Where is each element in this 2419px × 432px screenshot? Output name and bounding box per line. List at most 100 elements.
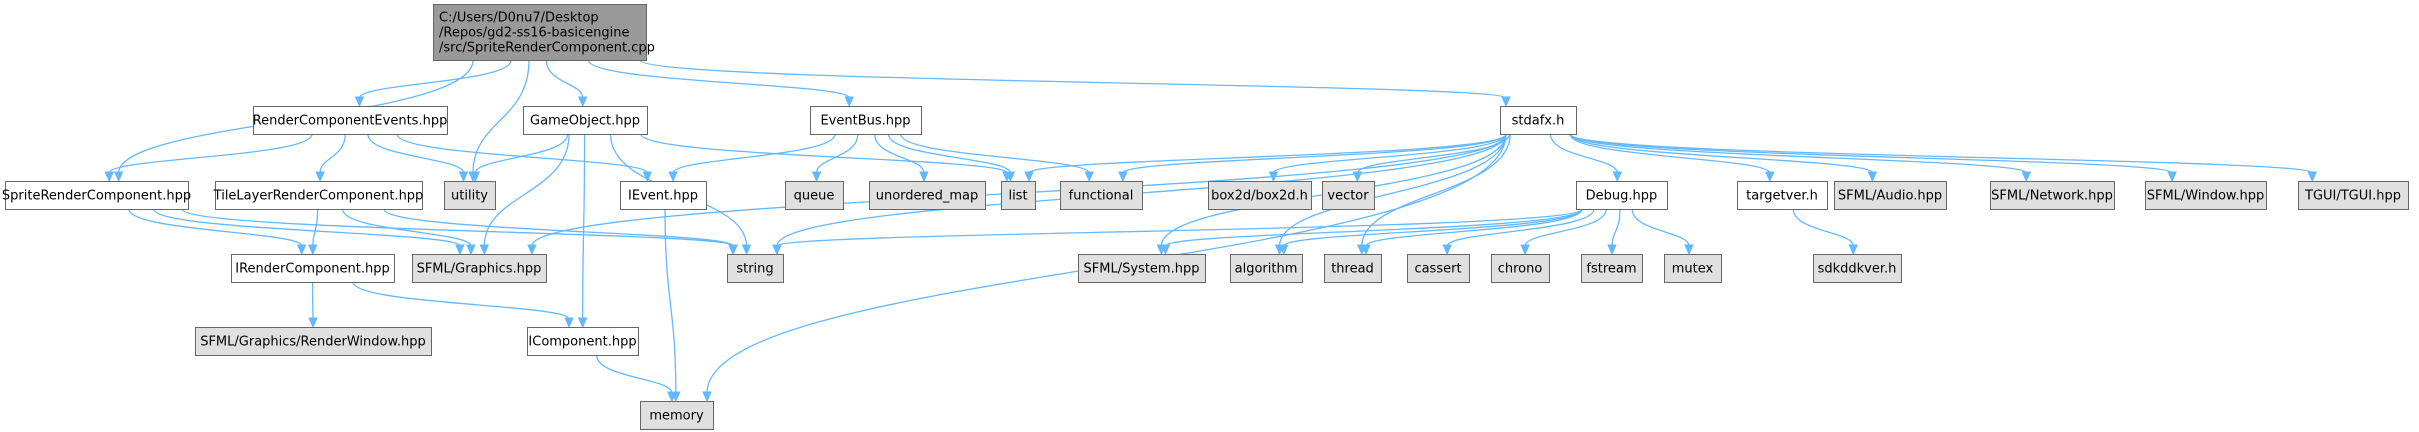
- graph-node-chrono: chrono: [1491, 254, 1550, 283]
- node-box: [620, 181, 707, 210]
- node-box: [1576, 181, 1668, 210]
- node-label: SFML/Graphics.hpp: [417, 262, 542, 277]
- graph-edge-stdafx-h-to-targetver-h: [1569, 133, 1771, 174]
- arrowhead: [1612, 171, 1623, 183]
- graph-node-sfml-audio: SFML/Audio.hpp: [1834, 181, 1947, 210]
- graph-node-functional: functional: [1060, 181, 1143, 210]
- arrowhead: [1279, 244, 1289, 256]
- node-box: [1060, 181, 1143, 210]
- node-box: [5, 181, 189, 210]
- node-label: queue: [794, 189, 835, 204]
- nodes-layer: C:/Users/D0nu7/Desktop/Repos/gd2-ss16-ba…: [2, 4, 2409, 430]
- arrowhead: [113, 171, 124, 183]
- graph-node-sprite-hpp[interactable]: SpriteRenderComponent.hpp: [2, 181, 191, 210]
- node-box: [1500, 106, 1577, 135]
- arrowhead: [308, 244, 318, 256]
- arrowhead: [527, 244, 537, 256]
- graph-node-ievent-hpp[interactable]: IEvent.hpp: [620, 181, 707, 210]
- arrowhead: [1867, 171, 1878, 183]
- graph-node-box2d: box2d/box2d.h: [1208, 181, 1312, 210]
- graph-edge-ievent-hpp-to-memory: [664, 208, 677, 394]
- graph-node-unordered-map: unordered_map: [869, 181, 986, 210]
- arrowhead: [1607, 244, 1617, 256]
- node-label: chrono: [1498, 262, 1543, 277]
- node-box: [1001, 181, 1036, 210]
- graph-edge-eventbus-hpp-to-ievent-hpp: [672, 133, 836, 174]
- graph-node-irender-hpp[interactable]: IRenderComponent.hpp: [231, 254, 395, 283]
- arrowhead: [702, 391, 712, 403]
- graph-edge-gameobject-hpp-to-list: [640, 133, 1008, 174]
- graph-edge-irender-hpp-to-icomponent-hpp: [352, 281, 570, 320]
- graph-node-sfml-network: SFML/Network.hpp: [1990, 181, 2115, 210]
- node-box: [527, 327, 639, 356]
- arrowhead: [104, 171, 114, 183]
- graph-node-debug-hpp[interactable]: Debug.hpp: [1576, 181, 1668, 210]
- graph-node-thread: thread: [1324, 254, 1382, 283]
- arrowhead: [668, 171, 678, 183]
- node-label: vector: [1327, 189, 1369, 204]
- graph-node-mutex: mutex: [1664, 254, 1722, 283]
- graph-node-gameobject-hpp[interactable]: GameObject.hpp: [523, 106, 648, 135]
- node-label: unordered_map: [876, 189, 979, 204]
- graph-node-tilelayer-hpp[interactable]: TileLayerRenderComponent.hpp: [213, 181, 424, 210]
- graph-node-sfml-window: SFML/Window.hpp: [2145, 181, 2267, 210]
- arrowhead: [455, 244, 465, 256]
- node-label: sdkddkver.h: [1818, 262, 1897, 277]
- arrowhead: [479, 244, 490, 256]
- graph-node-list: list: [1001, 181, 1036, 210]
- node-label: SFML/System.hpp: [1084, 262, 1200, 277]
- node-label: algorithm: [1235, 262, 1298, 277]
- graph-edge-stdafx-h-to-thread: [1361, 133, 1511, 247]
- node-box: [640, 401, 714, 430]
- arrowhead: [296, 244, 307, 256]
- graph-node-eventbus-hpp[interactable]: EventBus.hpp: [810, 106, 922, 135]
- graph-node-tgui: TGUI/TGUI.hpp: [2298, 181, 2409, 210]
- graph-edge-gameobject-hpp-to-sfml-graphics: [483, 133, 570, 247]
- node-label: C:/Users/D0nu7/Desktop: [439, 11, 599, 26]
- node-box: [412, 254, 547, 283]
- node-box: [1813, 254, 1902, 283]
- arrowhead: [1765, 171, 1775, 183]
- graph-node-targetver-h[interactable]: targetver.h: [1737, 181, 1828, 210]
- node-box: [1990, 181, 2115, 210]
- graph-edge-stdafx-h-to-debug-hpp: [1549, 133, 1618, 174]
- graph-node-rce-hpp[interactable]: RenderComponentEvents.hpp: [253, 106, 448, 135]
- node-label: fstream: [1586, 262, 1636, 277]
- arrowhead: [354, 96, 365, 108]
- arrowhead: [577, 96, 588, 108]
- graph-node-sfml-renderwindow: SFML/Graphics/RenderWindow.hpp: [195, 327, 432, 356]
- graph-node-utility: utility: [444, 181, 496, 210]
- node-label: SpriteRenderComponent.hpp: [2, 189, 191, 204]
- node-box: [215, 181, 423, 210]
- node-label: IRenderComponent.hpp: [235, 262, 389, 277]
- node-box: [1230, 254, 1303, 283]
- graph-node-string: string: [727, 254, 784, 283]
- graph-edge-stdafx-h-to-box2d: [1272, 133, 1507, 174]
- arrowhead: [741, 244, 752, 256]
- graph-node-sfml-graphics: SFML/Graphics.hpp: [412, 254, 547, 283]
- graph-edge-targetver-h-to-sdkddkver: [1792, 208, 1854, 247]
- graph-edge-stdafx-h-to-sfml-network: [1569, 133, 2027, 174]
- node-box: [444, 181, 496, 210]
- arrowhead: [671, 391, 681, 403]
- node-label: GameObject.hpp: [530, 114, 640, 129]
- arrowhead: [458, 171, 469, 183]
- arrowhead: [2307, 171, 2318, 183]
- arrowhead: [1084, 171, 1094, 183]
- graph-node-icomponent-hpp[interactable]: IComponent.hpp: [527, 327, 639, 356]
- graph-node-vector: vector: [1322, 181, 1375, 210]
- graph-node-root[interactable]: C:/Users/D0nu7/Desktop/Repos/gd2-ss16-ba…: [433, 4, 655, 61]
- graph-edge-root-to-eventbus-hpp: [587, 59, 850, 99]
- graph-node-stdafx-h[interactable]: stdafx.h: [1500, 106, 1577, 135]
- node-box: [1078, 254, 1206, 283]
- node-label: SFML/Window.hpp: [2147, 189, 2265, 204]
- graph-edge-debug-hpp-to-fstream: [1611, 208, 1621, 247]
- graph-edge-eventbus-hpp-to-queue: [815, 133, 859, 174]
- graph-node-memory: memory: [640, 401, 714, 430]
- node-box: [1491, 254, 1550, 283]
- arrowhead: [308, 317, 318, 329]
- graph-edge-root-to-stdafx-h: [639, 59, 1507, 99]
- node-box: [1208, 181, 1312, 210]
- graph-edge-debug-hpp-to-sfml-system: [1164, 208, 1583, 247]
- node-box: [1664, 254, 1722, 283]
